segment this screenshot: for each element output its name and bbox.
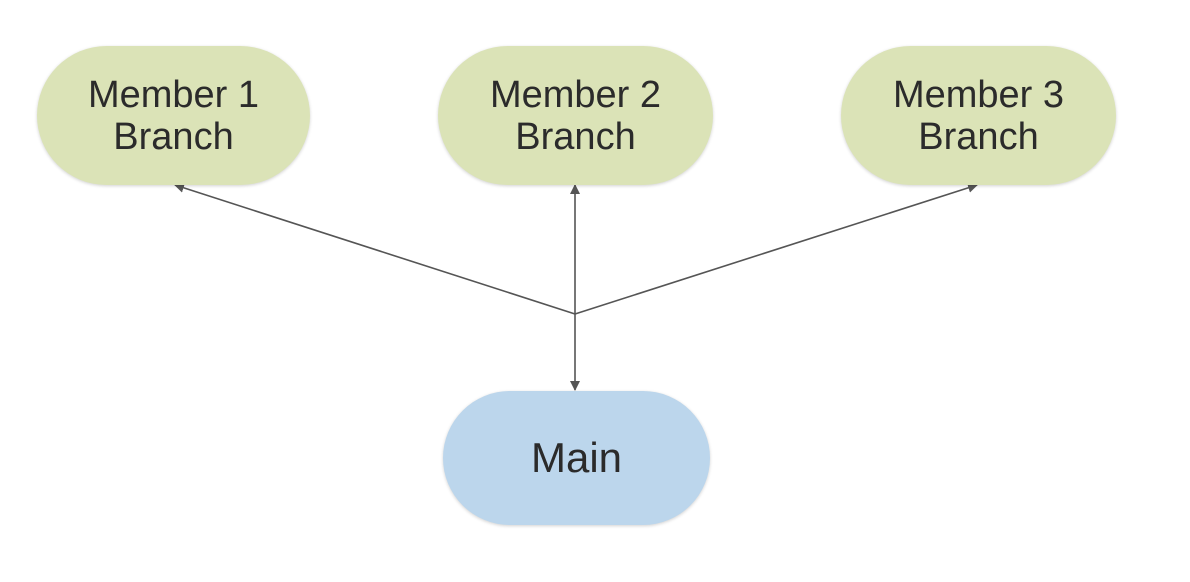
- member-3-label-line-1: Member 3: [892, 73, 1065, 116]
- member-1-label-line-2: Branch: [113, 115, 234, 158]
- member-3-label-line-2: Branch: [918, 115, 1039, 158]
- member-3-branch-label: Member 3 Branch: [893, 74, 1064, 158]
- arrow-to-member-1: [174, 183, 576, 315]
- main-node: Main: [443, 391, 710, 525]
- member-2-branch-label: Member 2 Branch: [490, 74, 661, 158]
- member-1-branch-node: Member 1 Branch: [37, 46, 310, 185]
- main-label: Main: [530, 434, 623, 481]
- member-1-branch-label: Member 1 Branch: [88, 74, 259, 158]
- member-2-branch-node: Member 2 Branch: [438, 46, 713, 185]
- member-2-label-line-2: Branch: [515, 115, 636, 158]
- member-2-label-line-1: Member 2: [489, 73, 662, 116]
- arrow-to-member-3: [574, 182, 978, 315]
- member-1-label-line-1: Member 1: [87, 73, 260, 116]
- member-3-branch-node: Member 3 Branch: [841, 46, 1116, 185]
